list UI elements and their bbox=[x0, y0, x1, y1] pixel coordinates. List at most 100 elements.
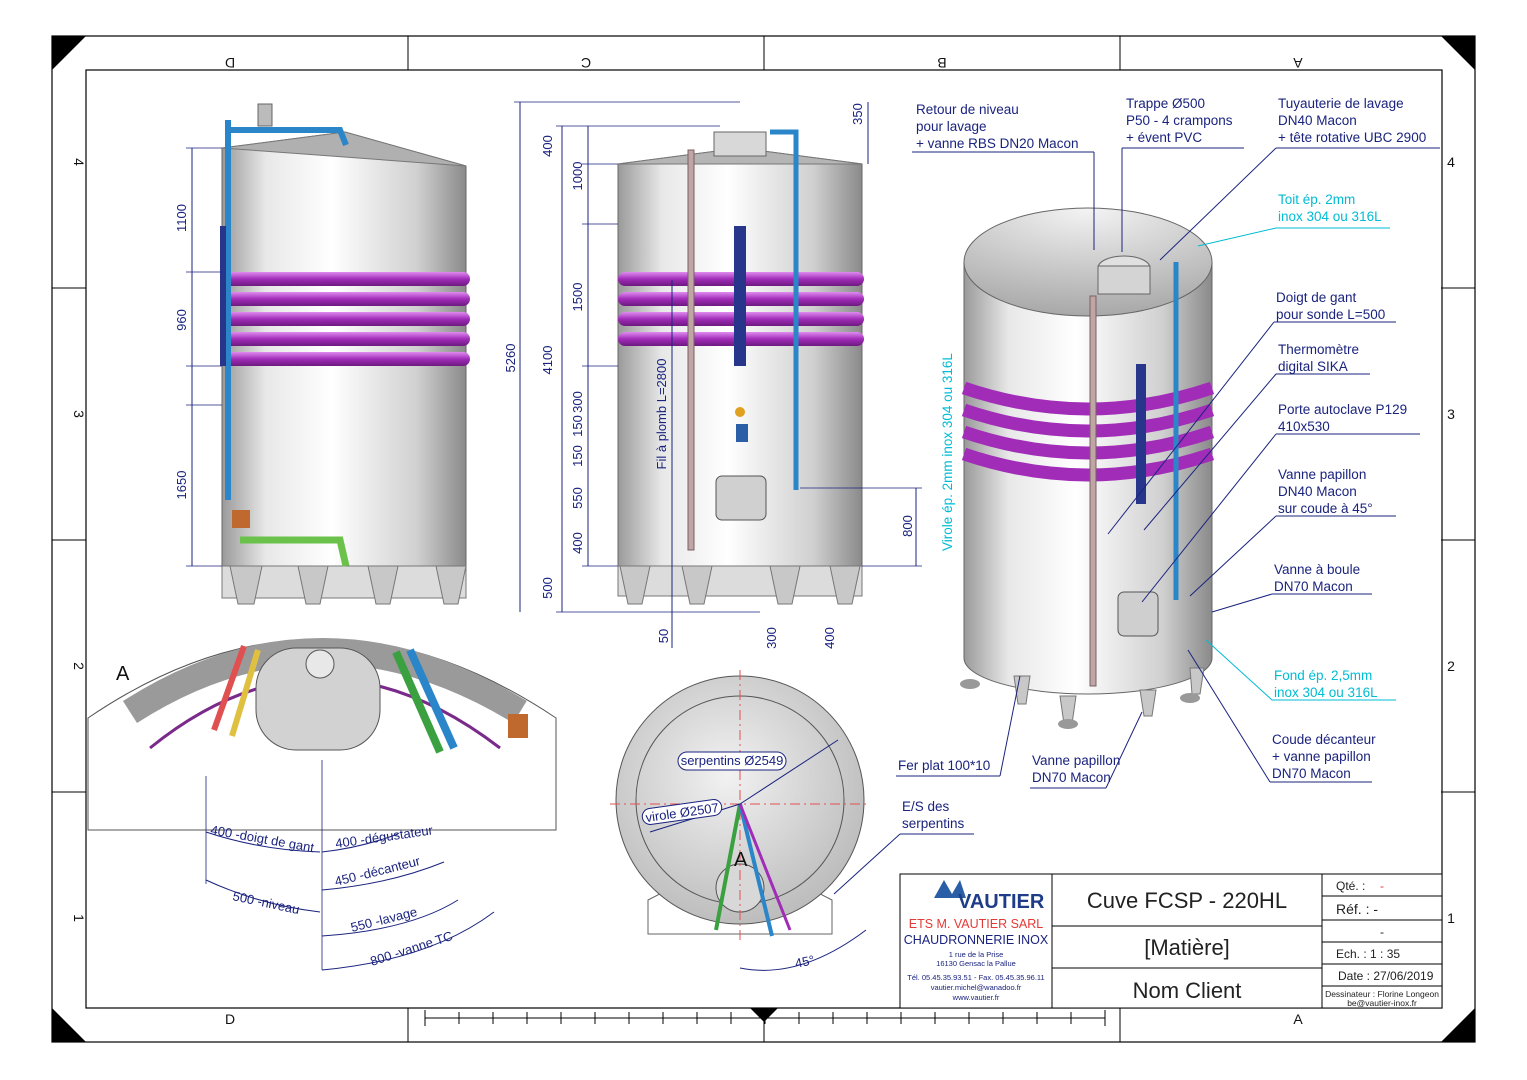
callout-retour-2: pour lavage bbox=[916, 119, 987, 134]
detail-vanne-tc: 800 -vanne TC bbox=[368, 928, 454, 969]
callout-thermo-2: digital SIKA bbox=[1278, 359, 1348, 374]
dim-4100: 4100 bbox=[540, 346, 555, 375]
callout-tuyau-1: Tuyauterie de lavage bbox=[1278, 96, 1404, 111]
callout-porte-2: 410x530 bbox=[1278, 419, 1330, 434]
zone-top-c: C bbox=[581, 55, 591, 71]
logo-text: VAUTIER bbox=[958, 891, 1045, 913]
callout-fond-2: inox 304 ou 316L bbox=[1274, 685, 1378, 700]
dim-550: 550 bbox=[570, 487, 585, 509]
front-view-tank bbox=[617, 129, 864, 605]
top-letter: A bbox=[734, 849, 748, 871]
callout-porte-1: Porte autoclave P129 bbox=[1278, 402, 1407, 417]
scale-ruler bbox=[424, 1012, 1106, 1024]
zone-bottom-d: D bbox=[225, 1011, 235, 1027]
vautier-logo: VAUTIER bbox=[934, 880, 1045, 913]
callout-trappe-1: Trappe Ø500 bbox=[1126, 96, 1205, 111]
dim-1100: 1100 bbox=[174, 204, 189, 232]
address-line-2: 16130 Gensac la Pallue bbox=[936, 959, 1016, 968]
dim-960: 960 bbox=[174, 309, 189, 331]
material: [Matière] bbox=[1144, 935, 1230, 960]
zone-top-a: A bbox=[1293, 55, 1303, 71]
callout-coude-1: Coude décanteur bbox=[1272, 732, 1376, 747]
callout-retour-3: + vanne RBS DN20 Macon bbox=[916, 136, 1078, 151]
zone-top-d: D bbox=[225, 55, 235, 71]
contact-line-2: vautier.michel@wanadoo.fr bbox=[931, 983, 1022, 992]
zone-labels: D C B A D A 4 3 2 1 4 3 2 1 bbox=[71, 55, 1455, 1027]
callout-boule-1: Vanne à boule bbox=[1274, 562, 1360, 577]
company-name: ETS M. VAUTIER SARL bbox=[909, 917, 1044, 931]
dim-400-low: 400 bbox=[570, 532, 585, 554]
top-serpentins: serpentins Ø2549 bbox=[681, 753, 784, 768]
dim-1000: 1000 bbox=[570, 162, 585, 191]
callout-vpap-1: Vanne papillon bbox=[1278, 467, 1366, 482]
callout-doigt-2: pour sonde L=500 bbox=[1276, 307, 1385, 322]
side-view-tank bbox=[220, 103, 470, 605]
callouts: Retour de niveau pour lavage + vanne RBS… bbox=[833, 96, 1440, 895]
company-trade: CHAUDRONNERIE INOX bbox=[904, 933, 1049, 947]
zone-right-4: 4 bbox=[1447, 154, 1455, 170]
ref-label: Réf. : - bbox=[1336, 901, 1378, 917]
callout-vpap2-2: DN70 Macon bbox=[1032, 770, 1111, 785]
dim-300-bottom: 300 bbox=[764, 627, 779, 649]
ref-value: - bbox=[1380, 925, 1384, 939]
date: Date : 27/06/2019 bbox=[1338, 969, 1434, 983]
callout-toit-1: Toit ép. 2mm bbox=[1278, 192, 1355, 207]
callout-tuyau-3: + tête rotative UBC 2900 bbox=[1278, 130, 1426, 145]
serpentin-side bbox=[222, 272, 470, 366]
client-name: Nom Client bbox=[1133, 978, 1242, 1003]
callout-coude-3: DN70 Macon bbox=[1272, 766, 1351, 781]
detail-lavage: 550 -lavage bbox=[349, 904, 419, 935]
dim-50: 50 bbox=[656, 629, 671, 643]
contact-line-1: Tél. 05.45.35.93.51 - Fax. 05.45.35.96.1… bbox=[907, 973, 1044, 982]
callout-trappe-2: P50 - 4 crampons bbox=[1126, 113, 1233, 128]
drafter: Dessinateur : Florine Longeon bbox=[1325, 989, 1439, 999]
zone-top-b: B bbox=[937, 55, 946, 71]
dim-350: 350 bbox=[850, 103, 865, 125]
dim-800: 800 bbox=[900, 515, 915, 537]
dim-300: 300 bbox=[570, 391, 585, 413]
zone-right-2: 2 bbox=[1447, 658, 1455, 674]
callout-fond-1: Fond ép. 2,5mm bbox=[1274, 668, 1372, 683]
zone-right-3: 3 bbox=[1447, 406, 1455, 422]
callout-doigt-1: Doigt de gant bbox=[1276, 290, 1357, 305]
zone-left-3: 3 bbox=[71, 410, 87, 418]
plumb-line-label: Fil à plomb L=2800 bbox=[654, 359, 669, 470]
iso-view-tank bbox=[960, 207, 1215, 729]
dim-5260: 5260 bbox=[503, 344, 518, 373]
detail-decanteur: 450 -décanteur bbox=[333, 853, 422, 889]
dim-150-b: 150 bbox=[570, 445, 585, 467]
callout-coude-2: + vanne papillon bbox=[1272, 749, 1371, 764]
side-dimensions: 1100 960 1650 bbox=[174, 147, 222, 567]
callout-vpap-2: DN40 Macon bbox=[1278, 484, 1357, 499]
callout-boule-2: DN70 Macon bbox=[1274, 579, 1353, 594]
callout-es-1: E/S des bbox=[902, 799, 950, 814]
zone-left-4: 4 bbox=[71, 158, 87, 166]
dim-1650: 1650 bbox=[174, 471, 189, 500]
top-view: serpentins Ø2549 virole Ø2507 A 45° bbox=[610, 670, 870, 971]
title-block: VAUTIER ETS M. VAUTIER SARL CHAUDRONNERI… bbox=[899, 873, 1443, 1009]
callout-trappe-3: + évent PVC bbox=[1126, 130, 1202, 145]
qty-value: - bbox=[1380, 879, 1384, 893]
drawing-title: Cuve FCSP - 220HL bbox=[1087, 888, 1287, 913]
zone-bottom-a: A bbox=[1293, 1011, 1303, 1027]
callout-fer: Fer plat 100*10 bbox=[898, 758, 990, 773]
callout-vpap-3: sur coude à 45° bbox=[1278, 501, 1373, 516]
detail-a-view: A bbox=[87, 638, 557, 831]
detail-letter: A bbox=[116, 663, 130, 685]
callout-es-2: serpentins bbox=[902, 816, 965, 831]
callout-retour-1: Retour de niveau bbox=[916, 102, 1019, 117]
callout-thermo-1: Thermomètre bbox=[1278, 342, 1359, 357]
scale: Ech. : 1 : 35 bbox=[1336, 947, 1400, 961]
dim-400-bottom: 400 bbox=[822, 627, 837, 649]
callout-toit-2: inox 304 ou 316L bbox=[1278, 209, 1382, 224]
dim-150-a: 150 bbox=[570, 415, 585, 437]
address-line-1: 1 rue de la Prise bbox=[949, 950, 1004, 959]
contact-line-3: www.vautier.fr bbox=[952, 993, 1000, 1002]
zone-left-2: 2 bbox=[71, 662, 87, 670]
shell-label: Virole ép. 2mm inox 304 ou 316L bbox=[940, 353, 955, 551]
qty-label: Qté. : bbox=[1336, 879, 1365, 893]
drafter-email: be@vautier-inox.fr bbox=[1347, 998, 1417, 1008]
zone-left-1: 1 bbox=[71, 914, 87, 922]
front-dimensions: 350 400 1000 1500 4100 5260 300 150 150 … bbox=[503, 101, 922, 649]
